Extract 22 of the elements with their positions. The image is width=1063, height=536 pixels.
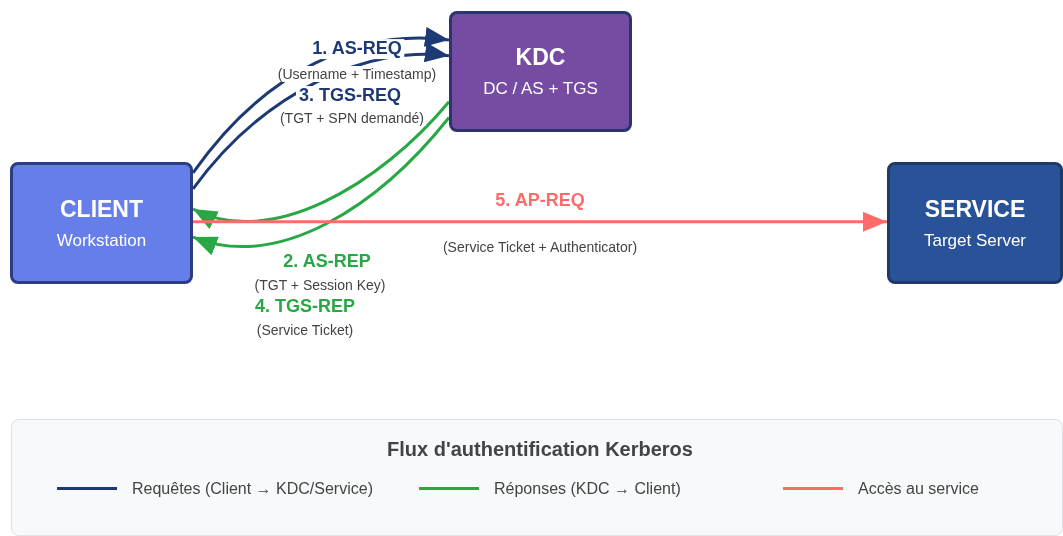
legend-title: Flux d'authentification Kerberos [386,437,694,461]
message-detail: (Service Ticket) [254,322,356,338]
message-detail: (TGT + SPN demandé) [277,110,427,126]
message-detail: (Service Ticket + Authenticator) [440,239,640,255]
message-detail: (Username + Timestamp) [275,66,439,82]
node-title: SERVICE [924,195,1026,223]
legend-text: Réponses (KDC → Client) [494,480,681,498]
message-detail: (TGT + Session Key) [252,277,388,293]
node-subtitle: DC / AS + TGS [483,79,598,99]
process-box [10,162,193,284]
node-subtitle: Workstation [56,230,147,251]
legend-text: Requêtes (Client → KDC/Service) [132,480,373,498]
process-box [887,162,1063,284]
node-title: KDC [515,44,566,71]
node-subtitle: Target Server [923,230,1026,251]
arrow [192,100,451,228]
process-box [449,11,632,132]
arrow [192,116,451,254]
edge-label: 3. TGS-REQ [296,86,404,106]
node-title: CLIENT [59,195,144,223]
legend-text: Accès au service [858,480,979,498]
arrow [193,211,887,232]
